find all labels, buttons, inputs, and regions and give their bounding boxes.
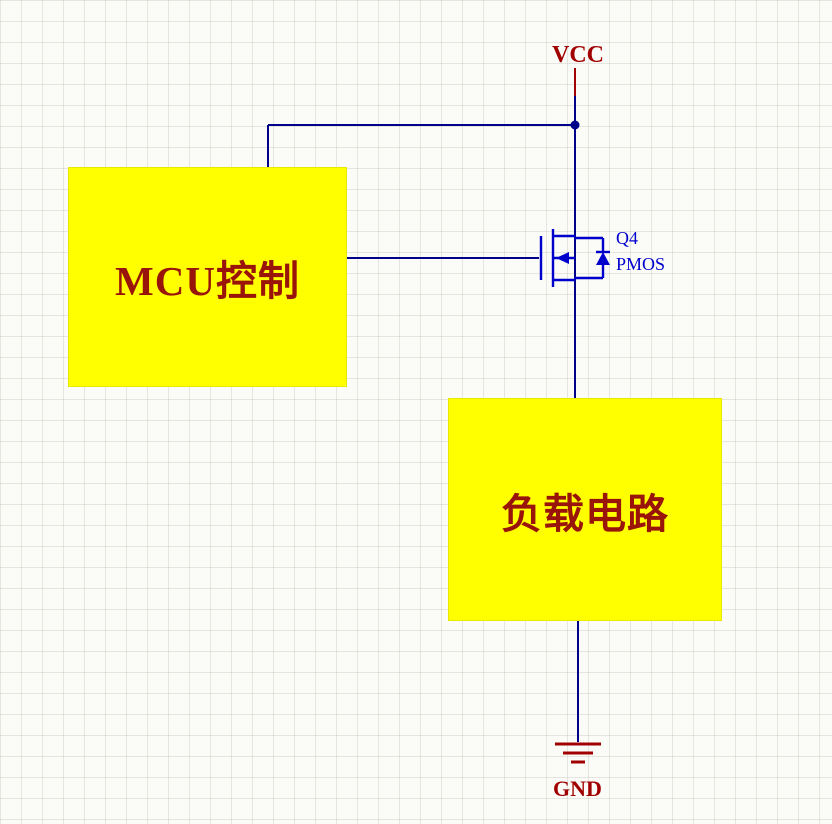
load-circuit-block-label: 负载电路 bbox=[501, 490, 669, 537]
transistor-designator-label: Q4 bbox=[616, 228, 638, 248]
pmos-diode-triangle bbox=[596, 252, 610, 265]
vcc-net-label: VCC bbox=[552, 42, 604, 68]
pmos-transistor-symbol bbox=[539, 229, 610, 287]
gnd-net-label: GND bbox=[553, 776, 602, 801]
mcu-control-block: MCU控制 bbox=[68, 167, 347, 387]
load-circuit-block: 负载电路 bbox=[448, 398, 722, 621]
ground-symbol bbox=[555, 742, 601, 764]
transistor-type-label: PMOS bbox=[616, 254, 666, 274]
mcu-control-block-label: MCU控制 bbox=[115, 258, 300, 304]
pmos-arrow bbox=[556, 252, 569, 264]
